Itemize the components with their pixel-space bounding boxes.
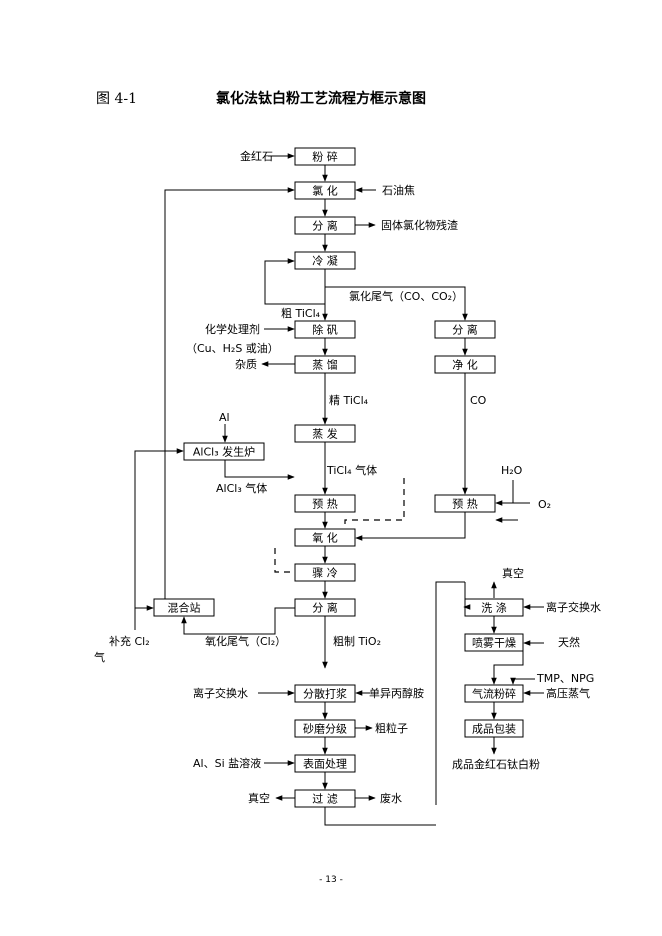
- box-distill: 蒸 馏: [294, 355, 356, 374]
- box-spray-dry-label: 喷雾干燥: [472, 637, 516, 650]
- connectors: [134, 153, 544, 826]
- box-condense: 冷 凝: [294, 251, 356, 270]
- box-disperse: 分散打浆: [294, 684, 356, 703]
- box-crush-label: 粉 碎: [312, 150, 338, 164]
- page-number: - 13 -: [319, 875, 343, 885]
- label-natural-gas: 天然: [558, 635, 580, 649]
- box-surface: 表面处理: [294, 754, 356, 773]
- label-tmp-npg: TMP、NPG: [536, 672, 594, 685]
- box-preheat1: 预 热: [294, 494, 356, 513]
- label-al: Al: [219, 411, 230, 424]
- box-jet-mill: 气流粉碎: [464, 684, 524, 703]
- box-alcl3-gen-label: AlCl₃ 发生炉: [193, 445, 255, 459]
- label-impurity: 杂质: [235, 358, 257, 371]
- box-purify: 净 化: [434, 355, 496, 374]
- label-rutile: 金红石: [240, 149, 273, 163]
- label-make-cl2: 补充 Cl₂: [109, 634, 150, 648]
- labels: 金红石 石油焦 固体氯化物残渣 粗 TiCl₄ 氯化尾气（CO、CO₂） 化学处…: [94, 149, 601, 805]
- label-chem-agent: 化学处理剂: [205, 322, 260, 336]
- box-separate3: 分 离: [434, 320, 496, 339]
- box-oxidize: 氧 化: [294, 528, 356, 547]
- label-o2: O₂: [538, 498, 551, 511]
- label-waste-water: 废水: [380, 791, 402, 805]
- box-chlorinate: 氯 化: [294, 181, 356, 200]
- box-pack: 成品包装: [464, 719, 524, 738]
- box-mixing: 混合站: [153, 598, 215, 617]
- label-ion-water-1: 离子交换水: [546, 600, 601, 614]
- box-crush: 粉 碎: [294, 147, 356, 166]
- label-tail-gas: 氯化尾气（CO、CO₂）: [349, 289, 463, 303]
- label-h2o: H₂O: [501, 464, 523, 477]
- box-preheat2: 预 热: [434, 494, 496, 513]
- box-remove-v: 除 矾: [294, 320, 356, 339]
- box-spray-dry: 喷雾干燥: [464, 633, 524, 652]
- label-fine-ticl4: 精 TiCl₄: [329, 394, 369, 407]
- box-quench: 骤 冷: [294, 563, 356, 582]
- label-crude-ticl4: 粗 TiCl₄: [281, 307, 321, 320]
- label-petcoke: 石油焦: [382, 183, 415, 197]
- figure-label: 图 4-1: [96, 91, 137, 107]
- label-coarse: 粗粒子: [375, 721, 408, 735]
- box-wash: 洗 涤: [464, 598, 524, 617]
- box-evaporate-label: 蒸 发: [312, 427, 338, 441]
- box-separate1-label: 分 离: [312, 219, 338, 233]
- label-ion-water-2: 离子交换水: [193, 686, 248, 700]
- box-evaporate: 蒸 发: [294, 424, 356, 443]
- box-sand-mill: 砂磨分级: [294, 719, 356, 738]
- box-quench-label: 骤 冷: [312, 567, 338, 580]
- label-oxide-tail: 氧化尾气（Cl₂）: [205, 634, 286, 648]
- label-chem-agent-2: （Cu、H₂S 或油）: [186, 341, 279, 355]
- label-monoisopropanolamine: 单异丙醇胺: [369, 686, 424, 700]
- box-separate1: 分 离: [294, 216, 356, 235]
- box-remove-v-label: 除 矾: [312, 323, 338, 337]
- box-purify-label: 净 化: [452, 358, 478, 372]
- label-product: 成品金红石钛白粉: [452, 757, 540, 771]
- box-separate3-label: 分 离: [452, 323, 478, 337]
- box-alcl3-gen: AlCl₃ 发生炉: [183, 442, 265, 461]
- label-alcl3-gas: AlCl₃ 气体: [216, 481, 267, 495]
- label-crude-tio2: 粗制 TiO₂: [333, 635, 381, 648]
- box-disperse-label: 分散打浆: [303, 687, 347, 701]
- box-pack-label: 成品包装: [472, 723, 516, 736]
- label-ticl4-gas: TiCl₄ 气体: [326, 463, 377, 477]
- label-al-si: Al、Si 盐溶液: [193, 756, 261, 770]
- box-sand-mill-label: 砂磨分级: [303, 723, 347, 736]
- box-condense-label: 冷 凝: [312, 254, 338, 268]
- box-mixing-label: 混合站: [168, 601, 201, 615]
- label-co: CO: [470, 394, 487, 407]
- box-filter-label: 过 滤: [312, 793, 338, 806]
- label-vacuum-1: 真空: [502, 566, 524, 580]
- box-preheat2-label: 预 热: [452, 498, 478, 511]
- box-separate2: 分 离: [294, 598, 356, 617]
- label-solid-slag: 固体氯化物残渣: [381, 218, 458, 232]
- box-filter: 过 滤: [294, 789, 356, 808]
- box-preheat1-label: 预 热: [312, 498, 338, 511]
- box-wash-label: 洗 涤: [481, 601, 507, 615]
- box-jet-mill-label: 气流粉碎: [472, 687, 516, 701]
- box-surface-label: 表面处理: [303, 757, 347, 771]
- box-chlorinate-label: 氯 化: [312, 184, 338, 198]
- box-separate2-label: 分 离: [312, 601, 338, 615]
- label-vacuum-2: 真空: [248, 791, 270, 805]
- box-oxidize-label: 氧 化: [312, 531, 338, 545]
- label-make-cl2-b: 气: [94, 650, 105, 664]
- box-distill-label: 蒸 馏: [312, 358, 338, 372]
- page-title: 氯化法钛白粉工艺流程方框示意图: [216, 90, 426, 107]
- label-hp-steam: 高压蒸气: [546, 686, 590, 700]
